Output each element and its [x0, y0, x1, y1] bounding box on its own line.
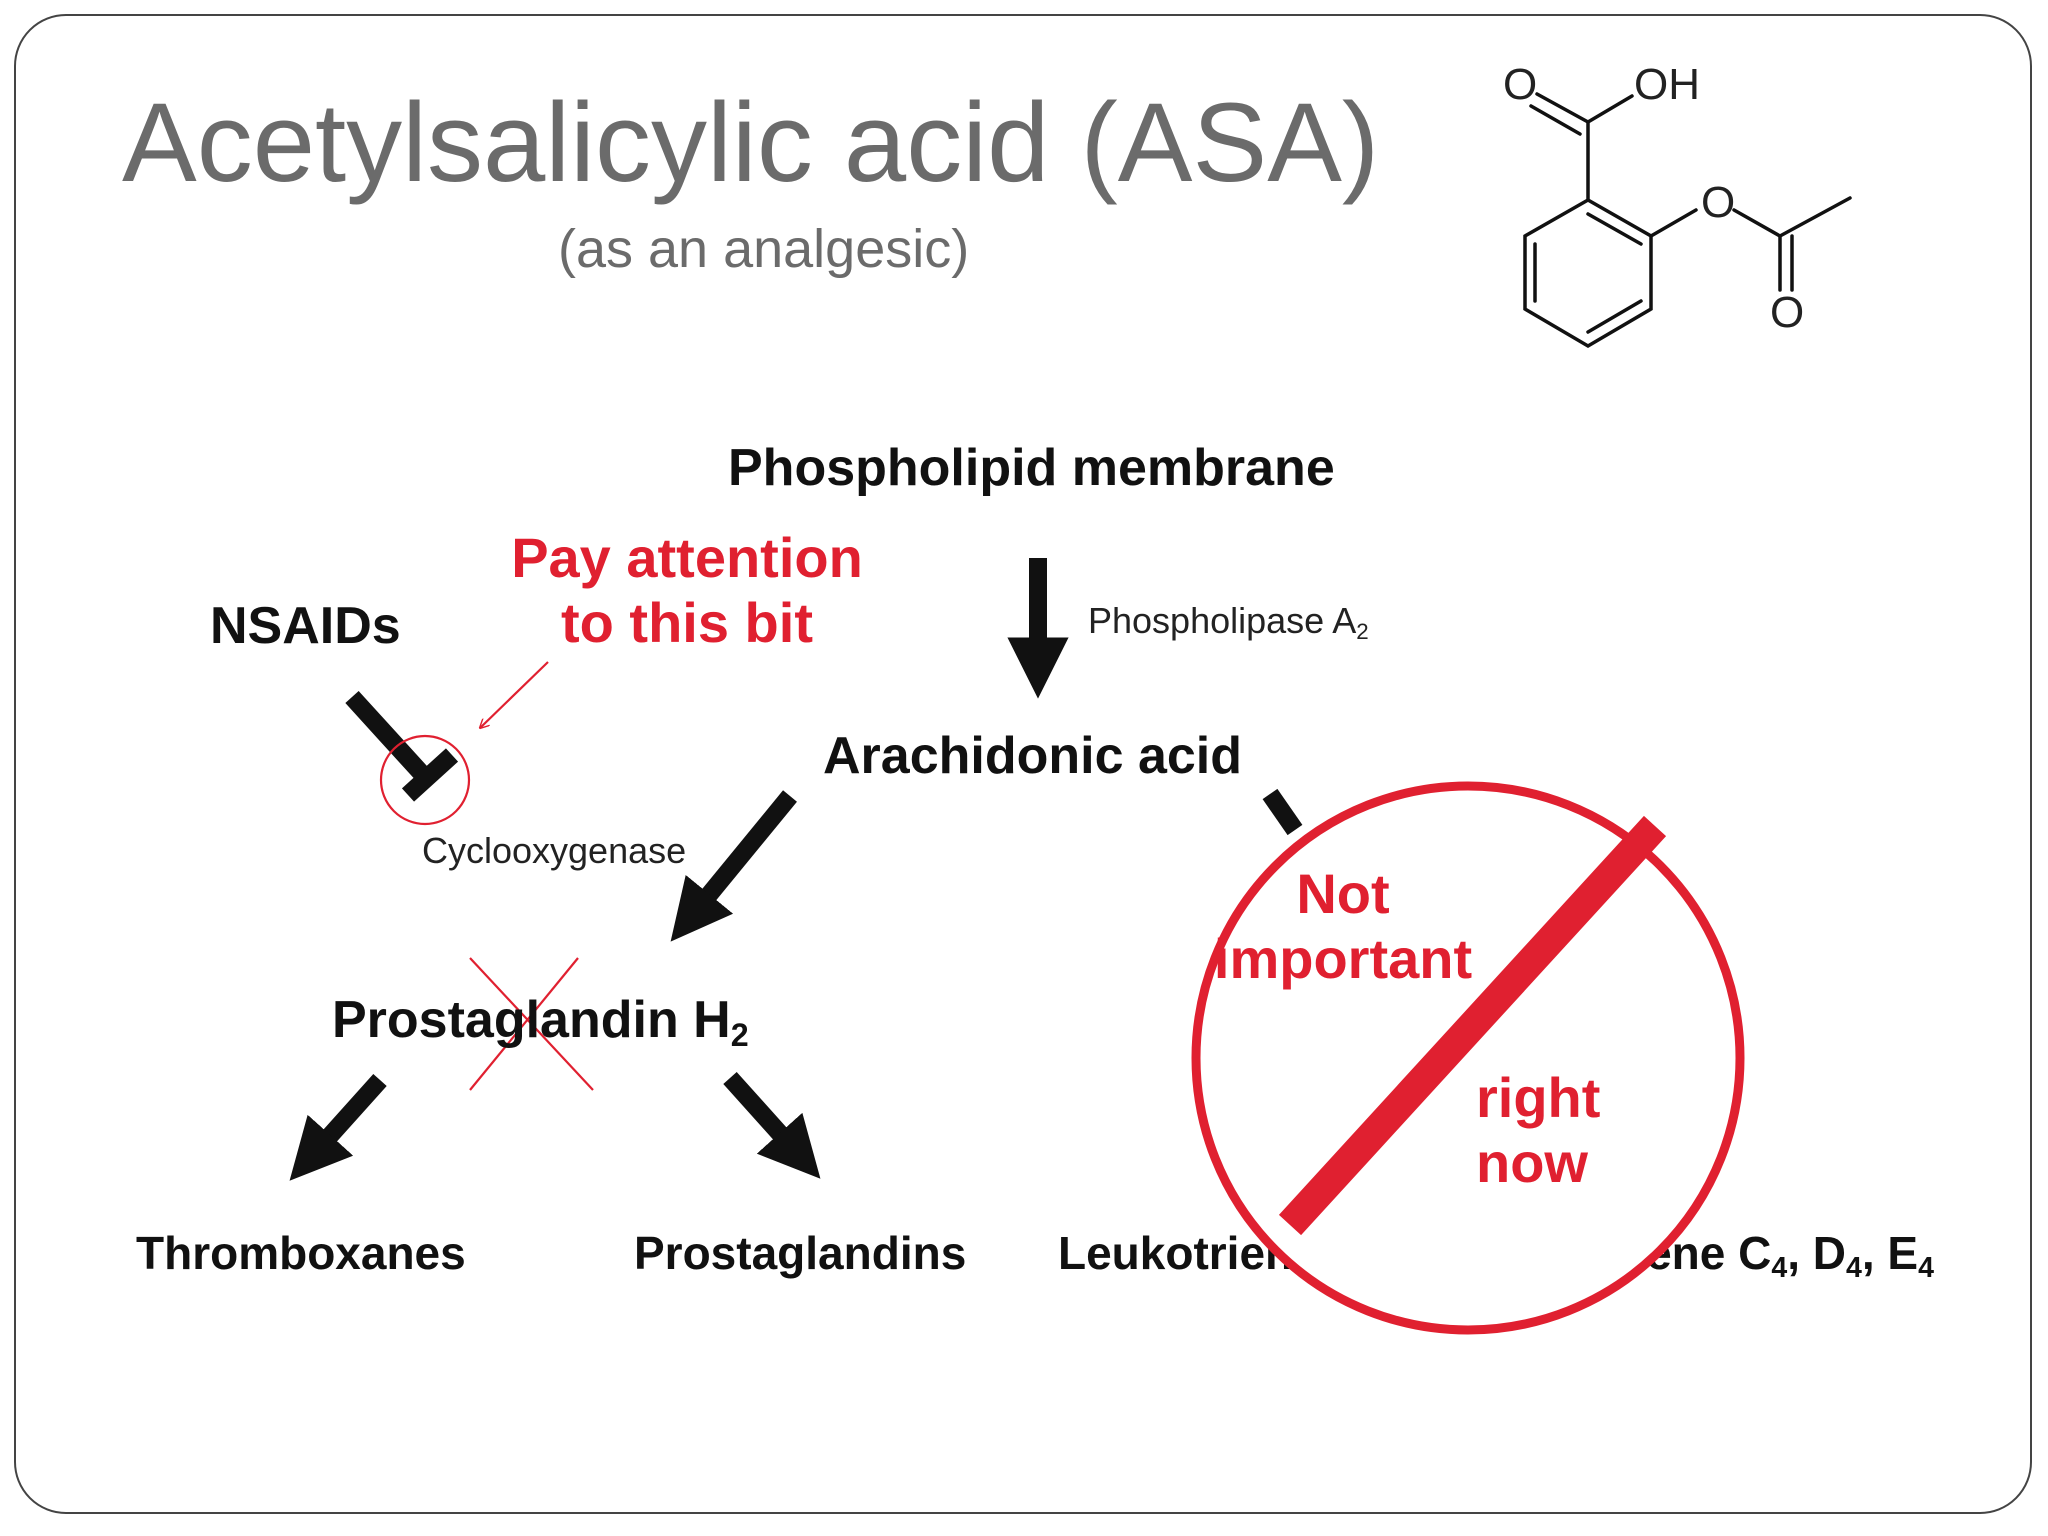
prohibition-slash	[1278, 815, 1667, 1236]
label-prostaglandin-h2: Prostaglandin H2	[332, 991, 749, 1054]
bond-carbonyl-double	[1535, 92, 1590, 124]
label-cyclooxygenase: Cyclooxygenase	[422, 830, 687, 871]
label-thromboxanes: Thromboxanes	[136, 1227, 466, 1279]
inhibition-line	[345, 690, 430, 782]
aromatic-double-bond	[1586, 299, 1643, 334]
bond-ring-o	[1649, 208, 1698, 238]
label-nsaids: NSAIDs	[210, 597, 401, 655]
bond-c-methyl	[1778, 196, 1852, 238]
bond-carbonyl-double	[1529, 104, 1582, 136]
atom-o-carbonyl: O	[1503, 60, 1538, 109]
attention-pointer-arrow	[480, 661, 549, 728]
arrow-arachidonic-to-leukotrienes	[1262, 788, 1303, 836]
arrow-pgh2-to-thromboxanes	[289, 1073, 387, 1181]
arrow-pgh2-to-prostaglandins	[723, 1071, 821, 1179]
arrow-arachidonic-to-pgh2	[670, 790, 797, 942]
atom-o-ester: O	[1701, 178, 1736, 227]
slide-frame	[14, 14, 2032, 1514]
cross-mark-line	[469, 957, 594, 1091]
inhibition-bar	[401, 748, 459, 802]
aromatic-double-bond	[1586, 212, 1643, 246]
bond-o-c	[1732, 208, 1782, 238]
atom-oh: OH	[1634, 60, 1700, 109]
bond-c-oh	[1586, 94, 1634, 124]
atom-o-ester-carbonyl: O	[1770, 288, 1805, 337]
highlight-circle	[379, 734, 471, 826]
annotation-right-now: right now	[1476, 1066, 1601, 1194]
slide-subtitle: (as an analgesic)	[558, 219, 970, 279]
label-phospholipid-membrane: Phospholipid membrane	[728, 439, 1335, 497]
annotation-not-important: Not important	[1213, 862, 1473, 990]
annotation-pay-attention: Pay attention to this bit	[511, 526, 863, 654]
label-phospholipase: Phospholipase A2	[1088, 600, 1369, 645]
cross-mark-line	[469, 957, 579, 1091]
label-prostaglandins: Prostaglandins	[634, 1227, 967, 1279]
label-arachidonic-acid: Arachidonic acid	[823, 727, 1242, 785]
slide-title: Acetylsalicylic acid (ASA)	[122, 80, 1380, 205]
